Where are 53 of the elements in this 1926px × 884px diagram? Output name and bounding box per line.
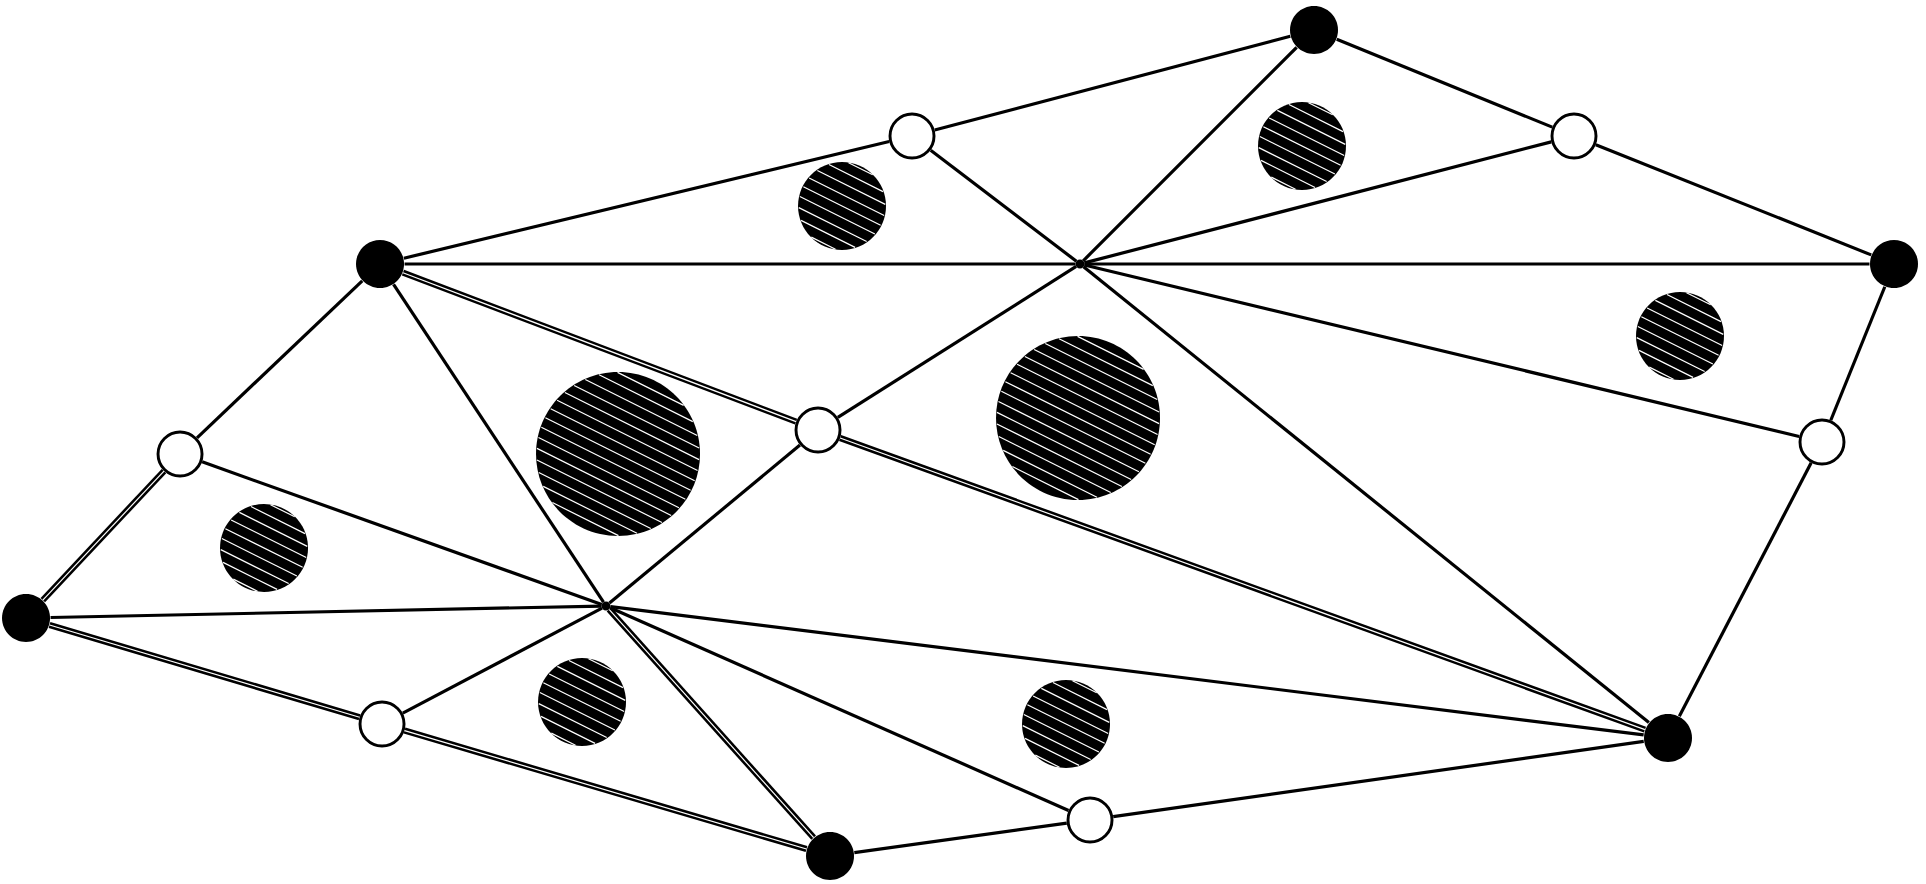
open-circle (1066, 796, 1114, 844)
mesh-line (201, 460, 603, 606)
solid-dot (1870, 240, 1918, 288)
open-circle (1798, 418, 1846, 466)
mesh-line (934, 34, 1291, 132)
mesh-line (402, 606, 603, 715)
hatched-circle (1258, 102, 1346, 190)
double-line (839, 435, 1646, 733)
mesh-line (608, 443, 801, 605)
solid-dot (356, 240, 405, 288)
line-junction (601, 601, 611, 611)
mesh-line (609, 606, 1070, 812)
mesh-line (1082, 265, 1650, 724)
solid-dot (2, 594, 51, 642)
mesh-line (1829, 286, 1887, 421)
mesh-line (1677, 462, 1813, 717)
hatched-circle (1022, 680, 1110, 768)
mesh-line (50, 604, 602, 620)
mesh-line (929, 148, 1078, 263)
open-circle (794, 406, 842, 454)
mesh-line (854, 821, 1067, 855)
mesh-line (404, 262, 1076, 266)
mesh-line (1082, 46, 1298, 262)
double-line (606, 607, 816, 840)
solid-dot (806, 832, 854, 880)
double-line (403, 727, 808, 853)
mesh-line (1595, 143, 1872, 257)
mesh-line (1336, 37, 1553, 129)
mesh-line (1084, 140, 1552, 265)
mesh-line (392, 283, 605, 604)
solid-dot (1290, 6, 1338, 54)
open-circle (156, 430, 204, 478)
hatched-circle (798, 162, 886, 250)
mesh-line (1084, 263, 1800, 439)
open-circle (358, 700, 406, 748)
double-line (401, 269, 798, 425)
solid-dot (1644, 714, 1692, 762)
double-line (48, 621, 361, 721)
mesh-line (836, 265, 1078, 419)
hatched-circle (1636, 292, 1724, 380)
mesh-line (1113, 739, 1644, 819)
open-circle (1550, 112, 1598, 160)
mesh-line (610, 604, 1644, 737)
mesh-line (1084, 262, 1870, 266)
double-line (40, 468, 167, 603)
mesh-line (195, 279, 364, 439)
hatched-circle (996, 335, 1160, 501)
hatched-circle (538, 658, 626, 746)
open-circle (888, 112, 936, 160)
hatched-circle (220, 504, 309, 592)
mesh-line (403, 139, 890, 260)
hatched-circle (536, 371, 700, 537)
line-junction (1075, 259, 1085, 269)
